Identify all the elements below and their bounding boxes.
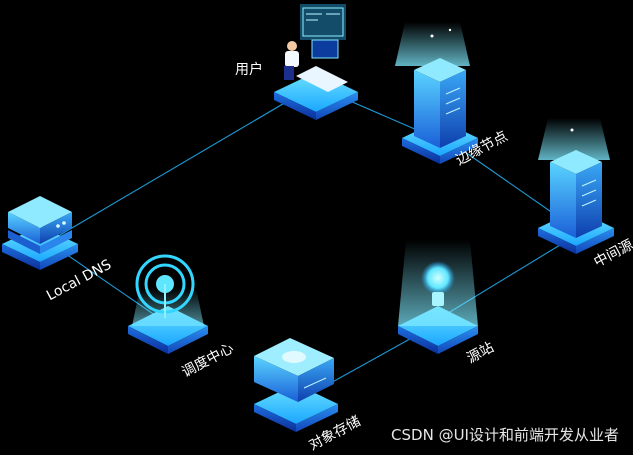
user-label: 用户 [235, 62, 263, 78]
link-dns-user [59, 87, 311, 236]
mid-origin-node-server [538, 118, 614, 254]
edge-node-server [395, 22, 478, 164]
local-dns-node-server [2, 196, 78, 270]
user-node [274, 4, 358, 120]
storage-node [254, 338, 338, 432]
origin-node [398, 240, 478, 354]
watermark: CSDN @UI设计和前端开发从业者 [391, 426, 619, 444]
scheduler-node [128, 254, 208, 354]
